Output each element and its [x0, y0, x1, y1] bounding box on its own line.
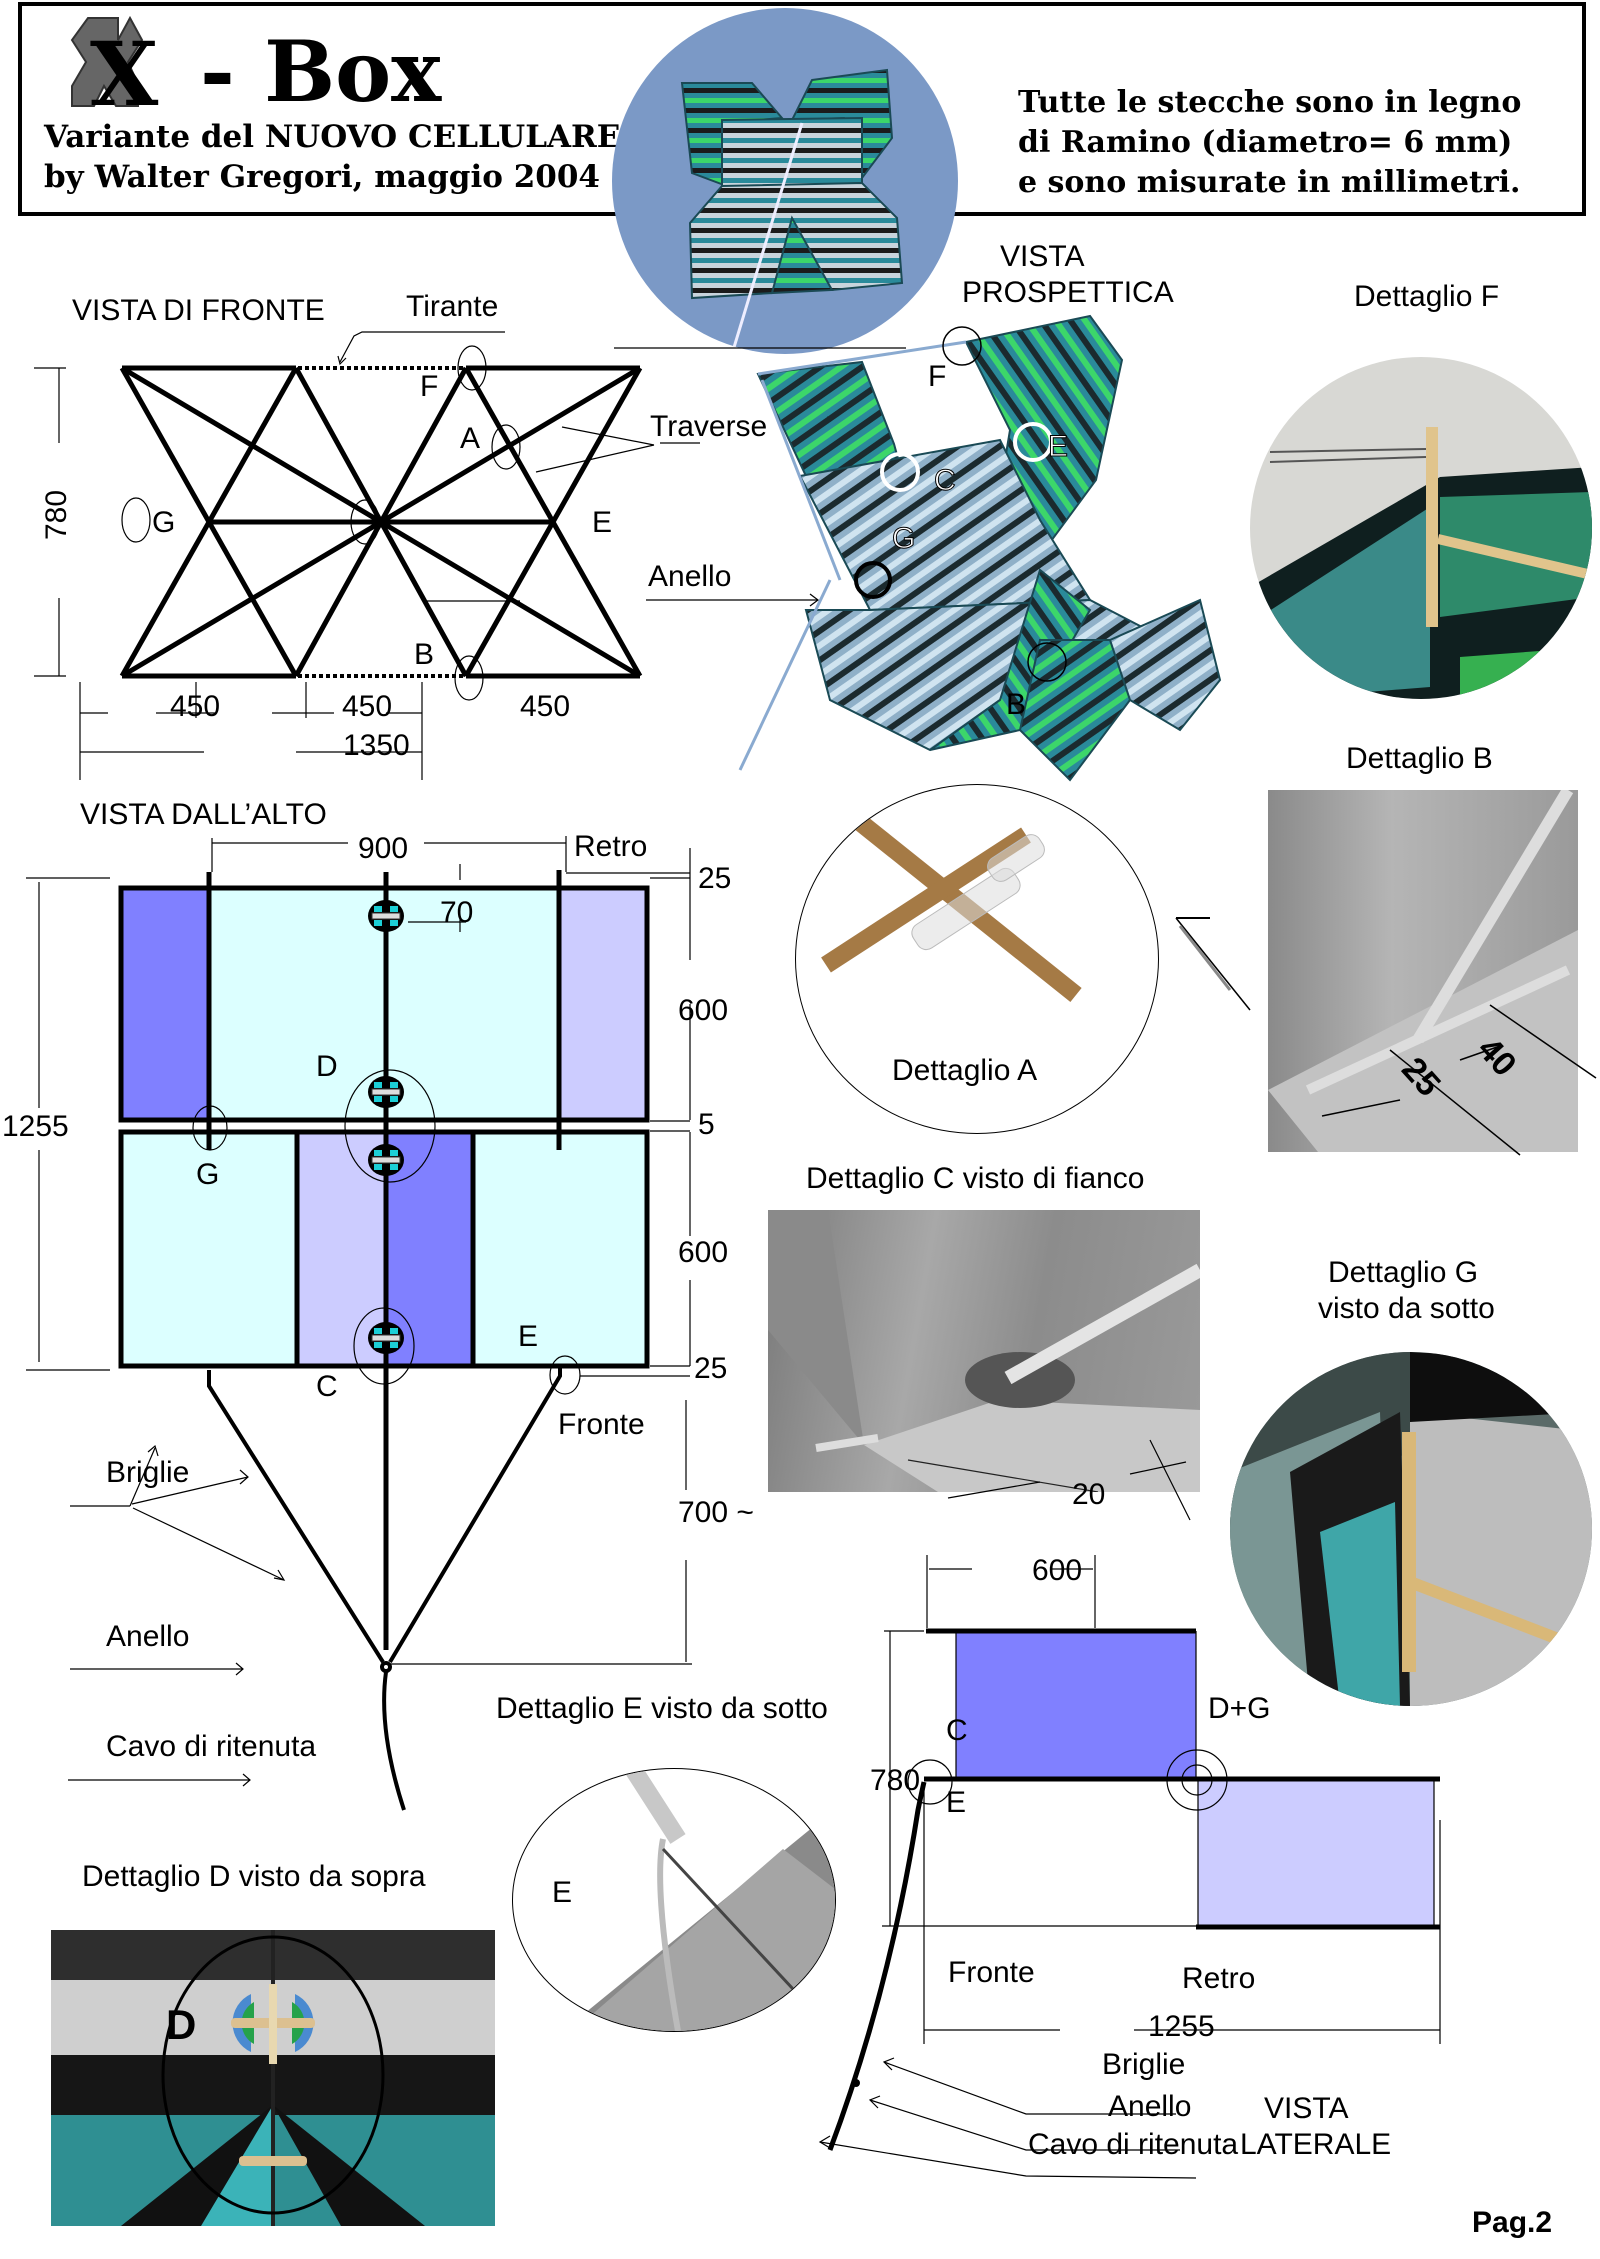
detail-b-photo	[1268, 790, 1578, 1152]
note-line-2: di Ramino (diametro= 6 mm)	[1018, 125, 1513, 160]
logo-x-letter: X	[90, 22, 158, 126]
tirante-label: Tirante	[406, 290, 499, 323]
page-title: - Box	[200, 22, 442, 121]
front-point-f: F	[420, 370, 439, 403]
detail-a-photo	[795, 784, 1159, 1134]
top-view-title: VISTA DALL’ALTO	[80, 798, 327, 831]
front-point-a: A	[460, 422, 481, 455]
front-point-e: E	[592, 506, 613, 539]
connector-icons	[368, 900, 404, 1354]
top-briglie-label: Briglie	[106, 1456, 190, 1489]
side-view-title-2: LATERALE	[1240, 2128, 1392, 2161]
top-dim-700: 700 ~	[678, 1496, 754, 1529]
detail-d-point-label: D	[166, 2001, 197, 2048]
front-view-title: VISTA DI FRONTE	[72, 294, 325, 327]
perspective-point-e: E	[1047, 430, 1069, 463]
detail-b-title: Dettaglio B	[1346, 742, 1493, 775]
top-dim-1255: 1255	[2, 1110, 69, 1143]
detail-e-point-label: E	[552, 1876, 573, 1909]
side-anello-label: Anello	[1108, 2090, 1192, 2123]
detail-f-title: Dettaglio F	[1354, 280, 1500, 313]
front-dim-total: 1350	[343, 729, 410, 762]
anello-label-front: Anello	[648, 560, 732, 593]
top-dim-600-top: 600	[678, 994, 729, 1027]
detail-c-title: Dettaglio C visto di fianco	[806, 1162, 1145, 1195]
side-point-dg: D+G	[1208, 1692, 1271, 1725]
detail-c-drawing	[768, 1210, 1200, 1492]
side-briglie-label: Briglie	[1102, 2048, 1186, 2081]
side-dim-1255: 1255	[1148, 2010, 1215, 2043]
traverse-label: Traverse	[650, 410, 768, 443]
detail-e-title: Dettaglio E visto da sotto	[496, 1692, 828, 1725]
top-dim-25-top: 25	[698, 862, 732, 895]
top-dim-600-bottom: 600	[678, 1236, 729, 1269]
perspective-title-1: VISTA	[1000, 240, 1085, 273]
top-point-d: D	[316, 1050, 338, 1083]
front-dim-w3: 450	[520, 690, 571, 723]
perspective-point-b: B	[1006, 688, 1027, 721]
detail-c-photo	[768, 1210, 1200, 1492]
side-retro-label: Retro	[1182, 1962, 1256, 1995]
side-cavo-label: Cavo di ritenuta	[1028, 2128, 1239, 2161]
top-dim-25-bottom: 25	[694, 1352, 728, 1385]
perspective-point-c: C	[934, 464, 957, 497]
detail-d-title: Dettaglio D visto da sopra	[82, 1860, 426, 1893]
detail-g-title-1: Dettaglio G	[1328, 1256, 1479, 1289]
side-fronte-label: Fronte	[948, 1956, 1035, 1989]
top-point-g: G	[196, 1158, 220, 1191]
detail-f-photo	[1250, 357, 1592, 699]
top-dim-70: 70	[440, 896, 474, 929]
perspective-point-f: F	[928, 360, 947, 393]
top-anello-label: Anello	[106, 1620, 190, 1653]
top-dim-5: 5	[698, 1108, 715, 1141]
detail-d-drawing	[51, 1930, 495, 2226]
detail-e-drawing	[563, 1769, 835, 2031]
top-fronte-label: Fronte	[558, 1408, 645, 1441]
detail-g-drawing	[1230, 1352, 1592, 1706]
perspective-title-2: PROSPETTICA	[962, 276, 1174, 309]
top-point-e: E	[518, 1320, 539, 1353]
side-view-title-1: VISTA	[1264, 2092, 1349, 2125]
side-point-e: E	[946, 1786, 967, 1819]
detail-f-drawing	[1250, 427, 1592, 699]
front-dim-w1: 450	[170, 690, 221, 723]
top-cavo-label: Cavo di ritenuta	[106, 1730, 317, 1763]
detail-e-photo	[512, 1768, 836, 2032]
detail-g-photo	[1230, 1352, 1592, 1706]
subtitle-author: by Walter Gregori, maggio 2004	[44, 159, 600, 195]
side-point-c: C	[946, 1714, 968, 1747]
detail-d-photo	[51, 1930, 495, 2226]
top-dim-900: 900	[358, 832, 409, 865]
subtitle-variant: Variante del NUOVO CELLULARE	[44, 119, 621, 155]
side-dim-600: 600	[1032, 1554, 1083, 1587]
detail-a-drawing	[821, 811, 1082, 1003]
note-line-1: Tutte le stecche sono in legno	[1018, 85, 1522, 120]
detail-b-drawing	[1268, 790, 1578, 1152]
detail-a-title: Dettaglio A	[892, 1054, 1038, 1087]
top-point-c: C	[316, 1370, 338, 1403]
detail-g-title-2: visto da sotto	[1318, 1292, 1495, 1325]
side-dim-780: 780	[870, 1764, 921, 1797]
perspective-point-g: G	[891, 522, 916, 555]
front-point-g: G	[152, 506, 176, 539]
kite-photo-drawing	[680, 68, 904, 354]
detail-c-dim-20: 20	[1072, 1478, 1106, 1511]
front-point-b: B	[414, 638, 435, 671]
top-retro-label: Retro	[574, 830, 648, 863]
kite-photo-sky	[612, 8, 958, 354]
front-dim-w2: 450	[342, 690, 393, 723]
note-line-3: e sono misurate in millimetri.	[1018, 165, 1521, 200]
page-number: Pag.2	[1472, 2206, 1553, 2239]
